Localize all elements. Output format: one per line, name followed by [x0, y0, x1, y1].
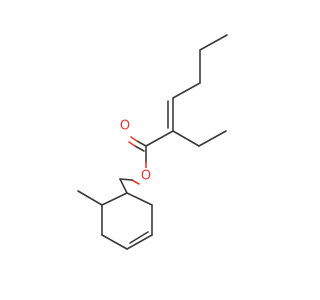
bond-alkene-to-carbonyl [145, 130, 174, 147]
bond-carbonyl-a-o [130, 136, 138, 142]
bond-ester-o-to-ch2-red [131, 179, 140, 185]
bond-chain-3 [199, 34, 228, 51]
bond-ring-c1-c2 [101, 192, 128, 206]
bond-ring-c6-c1 [126, 192, 153, 206]
bond-ring-c3-c4 [101, 234, 128, 250]
bond-ester-o-to-ch2 [119, 178, 133, 181]
bond-ch2-to-ring-c1 [119, 178, 128, 194]
bond-carbonyl-b [134, 145, 145, 152]
bond-methyl [77, 190, 103, 206]
molecule-structure: OO [77, 34, 228, 250]
carbonyl-oxygen-label: O [120, 119, 130, 134]
bond-ethyl-2 [198, 130, 227, 147]
bond-carbonyl-a [136, 140, 147, 147]
bond-carbonyl-b-o [128, 141, 136, 147]
bond-ethyl-1 [172, 130, 200, 147]
bond-chain-1 [172, 82, 201, 99]
bond-ring-double-inner [129, 231, 149, 244]
ester-oxygen-label-background [138, 168, 154, 184]
ester-oxygen-label: O [141, 169, 151, 184]
bond-ring-c4-c5 [126, 234, 153, 250]
carbonyl-oxygen-label-background [117, 118, 133, 134]
